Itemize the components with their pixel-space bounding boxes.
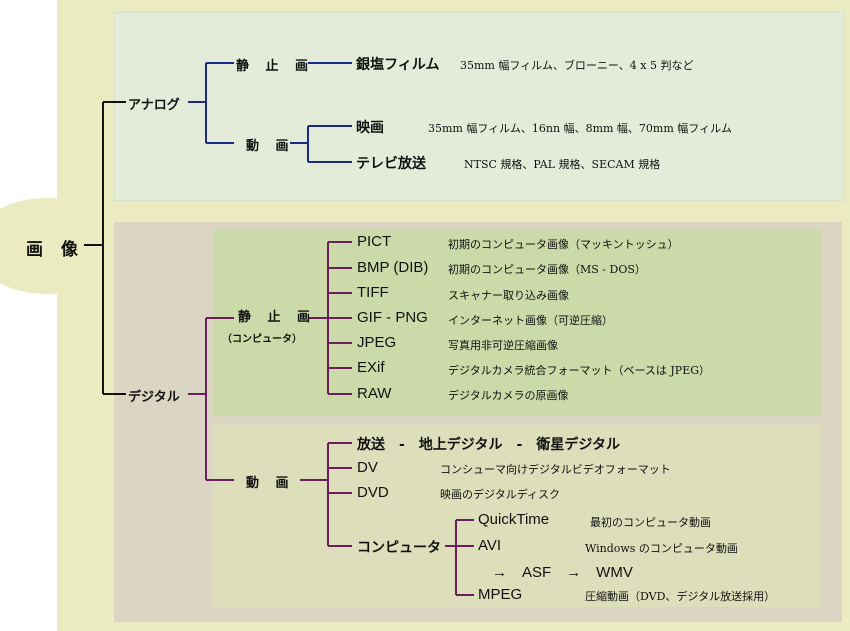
still-format-name: BMP (DIB) — [357, 259, 429, 276]
still-format-desc: 初期のコンピュータ画像（MS - DOS） — [448, 263, 646, 276]
analog-still-item-name: 銀塩フィルム — [356, 57, 440, 73]
still-format-desc: 写真用非可逆圧縮画像 — [448, 339, 558, 352]
computer-label: コンピュータ — [357, 540, 441, 556]
computer-format-name: AVI — [478, 537, 502, 554]
motion-format-desc: 映画のデジタルディスク — [440, 488, 561, 501]
computer-format-chain: → ASF → WMV — [492, 564, 633, 581]
analog-still-item-desc: 35mm 幅フィルム、ブローニー、4 x 5 判など — [460, 59, 694, 72]
computer-format-desc: Windows のコンピュータ動画 — [585, 542, 738, 555]
still-format-name: JPEG — [357, 334, 397, 351]
digital-still-panel — [213, 229, 821, 416]
computer-format-name: QuickTime — [478, 511, 550, 528]
digital-still-label: 静 止 画 — [238, 310, 317, 325]
still-format-name: TIFF — [357, 284, 389, 301]
motion-format-desc: コンシューマ向けデジタルビデオフォーマット — [440, 463, 671, 476]
digital-label: デジタル — [128, 390, 180, 405]
still-format-desc: スキャナー取り込み画像 — [448, 289, 569, 302]
still-format-desc: 初期のコンピュータ画像（マッキントッシュ） — [448, 238, 679, 251]
broadcast-line: 放送 - 地上デジタル - 衛星デジタル — [357, 437, 621, 453]
computer-format-name: MPEG — [478, 586, 523, 603]
digital-motion-label: 動 画 — [246, 476, 295, 491]
still-format-desc: インターネット画像（可逆圧縮） — [448, 314, 613, 327]
root-label: 画 像 — [26, 240, 84, 260]
computer-format-desc: 最初のコンピュータ動画 — [590, 516, 711, 529]
motion-format-name: DVD — [357, 484, 389, 501]
analog-motion-item-desc: 35mm 幅フィルム、16nn 幅、8mm 幅、70mm 幅フィルム — [428, 122, 732, 135]
still-format-name: RAW — [357, 385, 392, 402]
analog-panel — [114, 12, 844, 201]
digital-motion-panel — [213, 424, 821, 607]
digital-still-sublabel: （コンピュータ） — [222, 334, 302, 345]
analog-label: アナログ — [128, 98, 180, 113]
motion-format-name: DV — [357, 459, 378, 476]
analog-still-label: 静 止 画 — [236, 59, 315, 74]
still-format-name: PICT — [357, 233, 392, 250]
still-format-desc: デジタルカメラ統合フォーマット（ベースは JPEG） — [448, 364, 711, 377]
still-format-name: EXif — [357, 359, 385, 376]
analog-motion-item-desc: NTSC 規格、PAL 規格、SECAM 規格 — [464, 158, 661, 171]
analog-motion-item-name: 映画 — [356, 120, 384, 136]
analog-motion-item-name: テレビ放送 — [356, 156, 426, 172]
still-format-desc: デジタルカメラの原画像 — [448, 389, 569, 402]
computer-format-desc: 圧縮動画（DVD、デジタル放送採用） — [585, 590, 776, 603]
analog-motion-label: 動 画 — [246, 139, 295, 154]
still-format-name: GIF - PNG — [357, 309, 428, 326]
